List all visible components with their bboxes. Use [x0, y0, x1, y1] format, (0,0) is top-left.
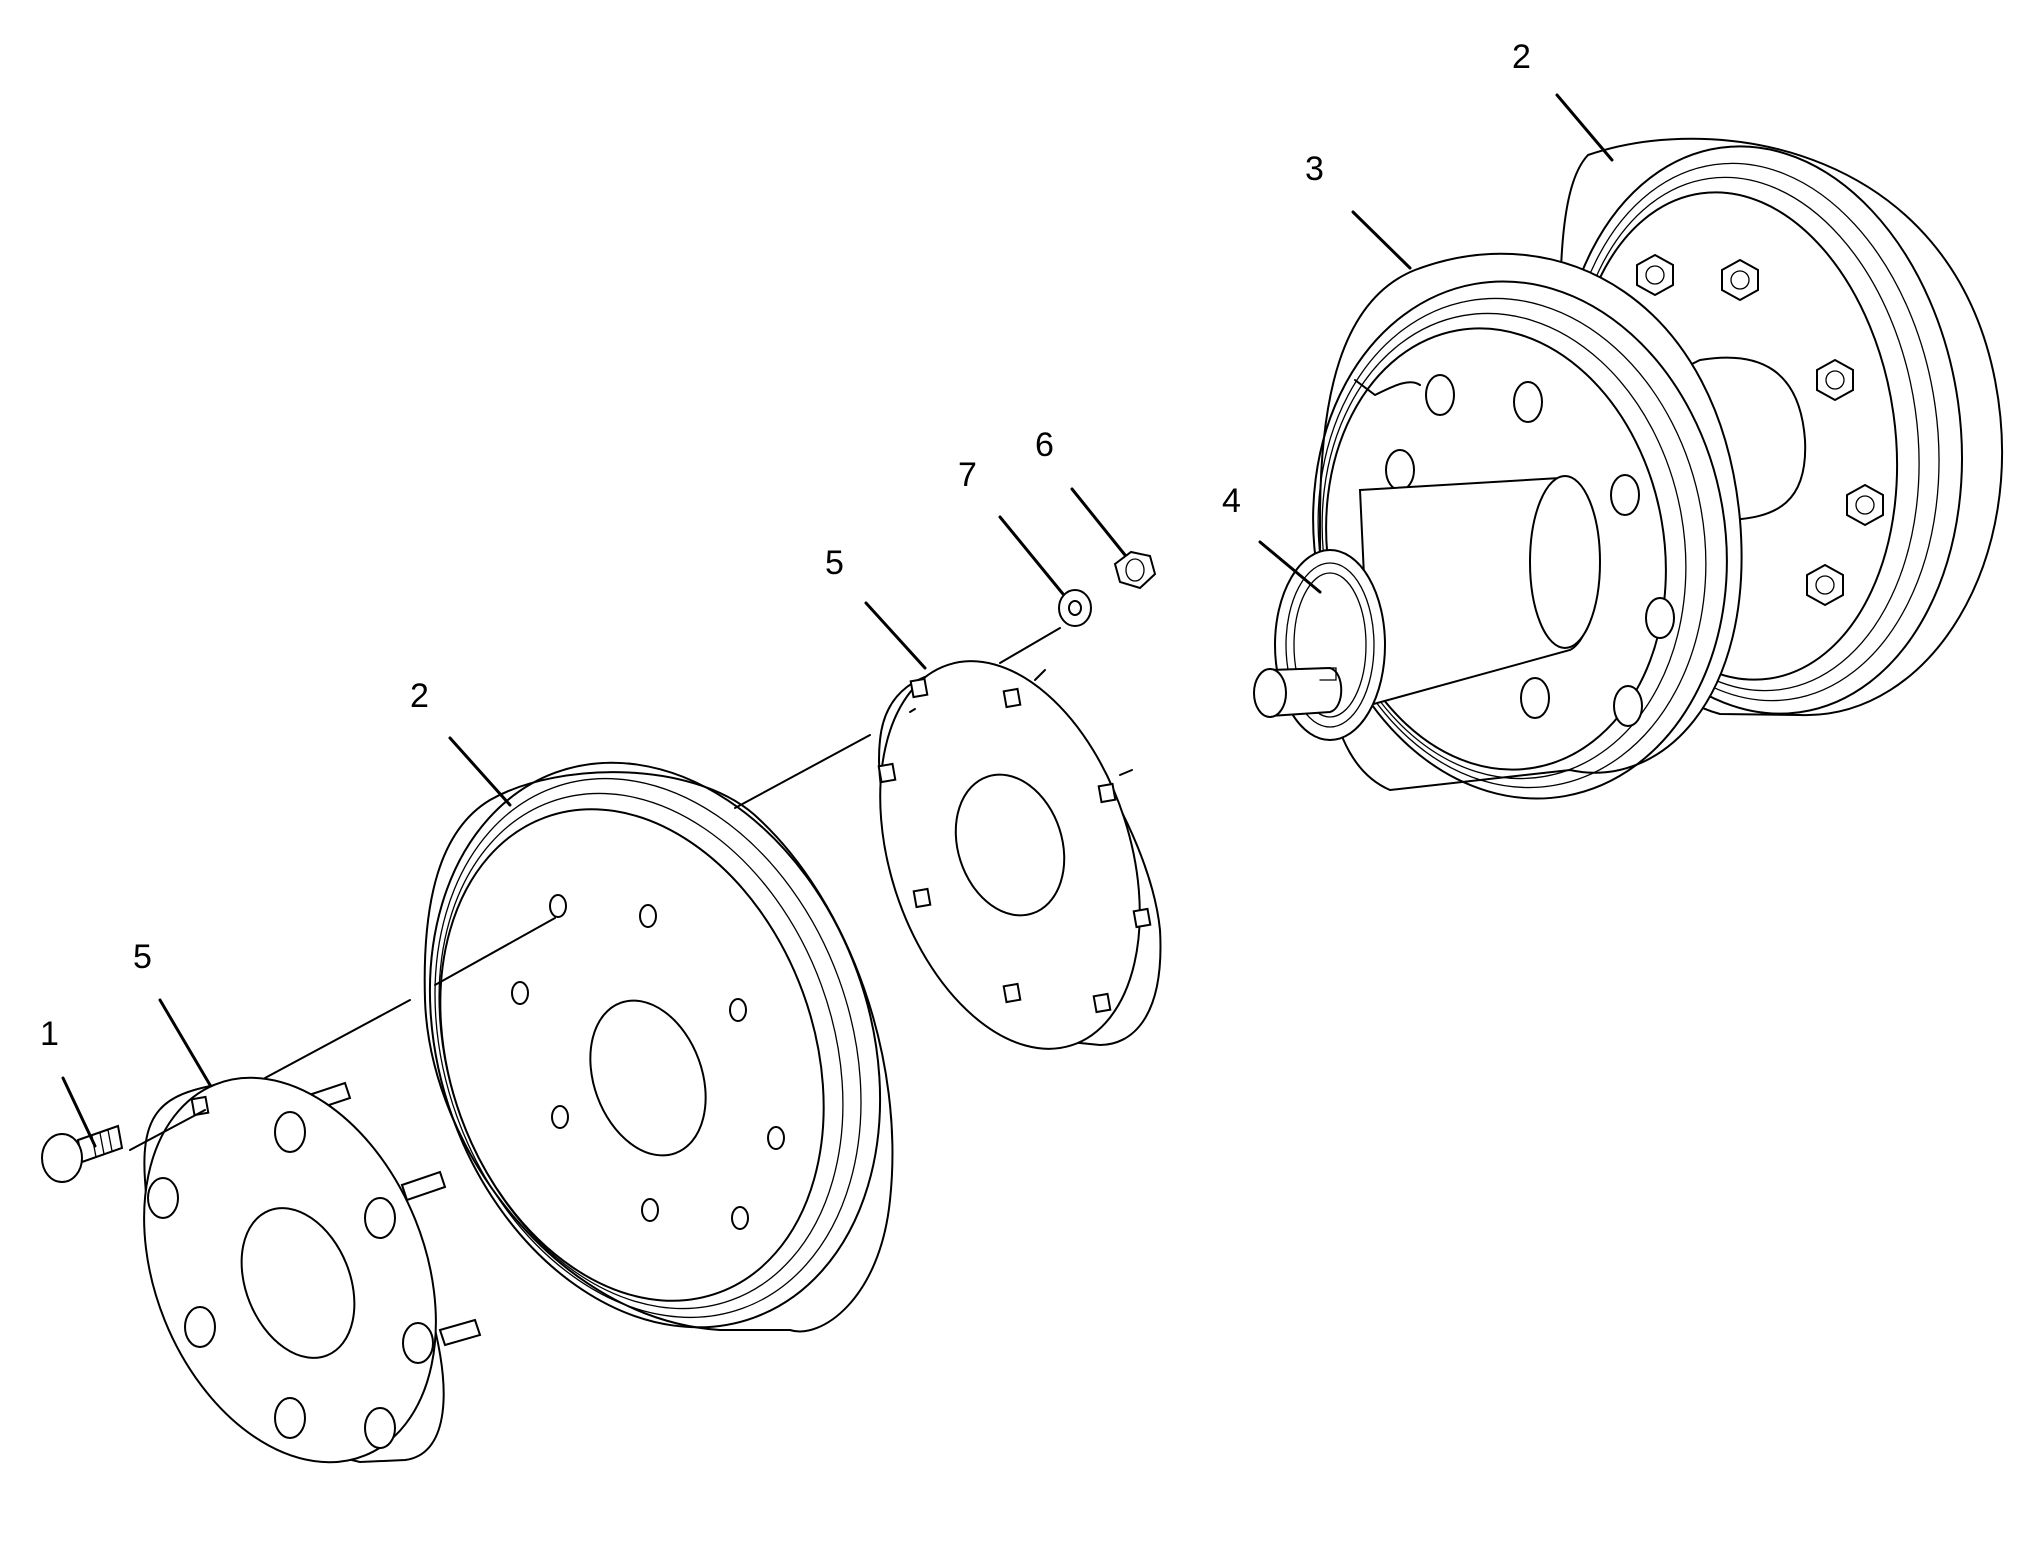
- plate-left: [143, 1076, 482, 1464]
- wheel-front-bolt-holes: [511, 894, 785, 1230]
- callout-6: 6: [1035, 426, 1054, 464]
- callout-1: 1: [40, 1015, 59, 1053]
- callout-5-left: 5: [133, 938, 152, 976]
- callout-2-front: 2: [410, 677, 429, 715]
- callout-2-back: 2: [1512, 38, 1531, 76]
- callout-4: 4: [1222, 482, 1241, 520]
- callout-7: 7: [958, 456, 977, 494]
- plate-center-square-holes: [877, 677, 1152, 1014]
- callout-5-center: 5: [825, 544, 844, 582]
- callout-labels: 1 5 2 5 7 6 4 3 2: [40, 38, 1531, 1053]
- carriage-bolt: [41, 1124, 124, 1183]
- callout-3: 3: [1305, 150, 1324, 188]
- shaft: [1253, 475, 1601, 741]
- washer: [1058, 589, 1092, 627]
- alignment-lines: [129, 627, 1061, 1151]
- plate-center: [877, 660, 1162, 1050]
- nut: [1113, 550, 1157, 590]
- plate-left-bolt-holes: [147, 1111, 434, 1449]
- flange-bolt-holes: [1385, 374, 1675, 727]
- leader-lines: [61, 93, 1614, 1148]
- back-wheel-bolts: [1636, 253, 1884, 607]
- wheel-front: [423, 761, 894, 1333]
